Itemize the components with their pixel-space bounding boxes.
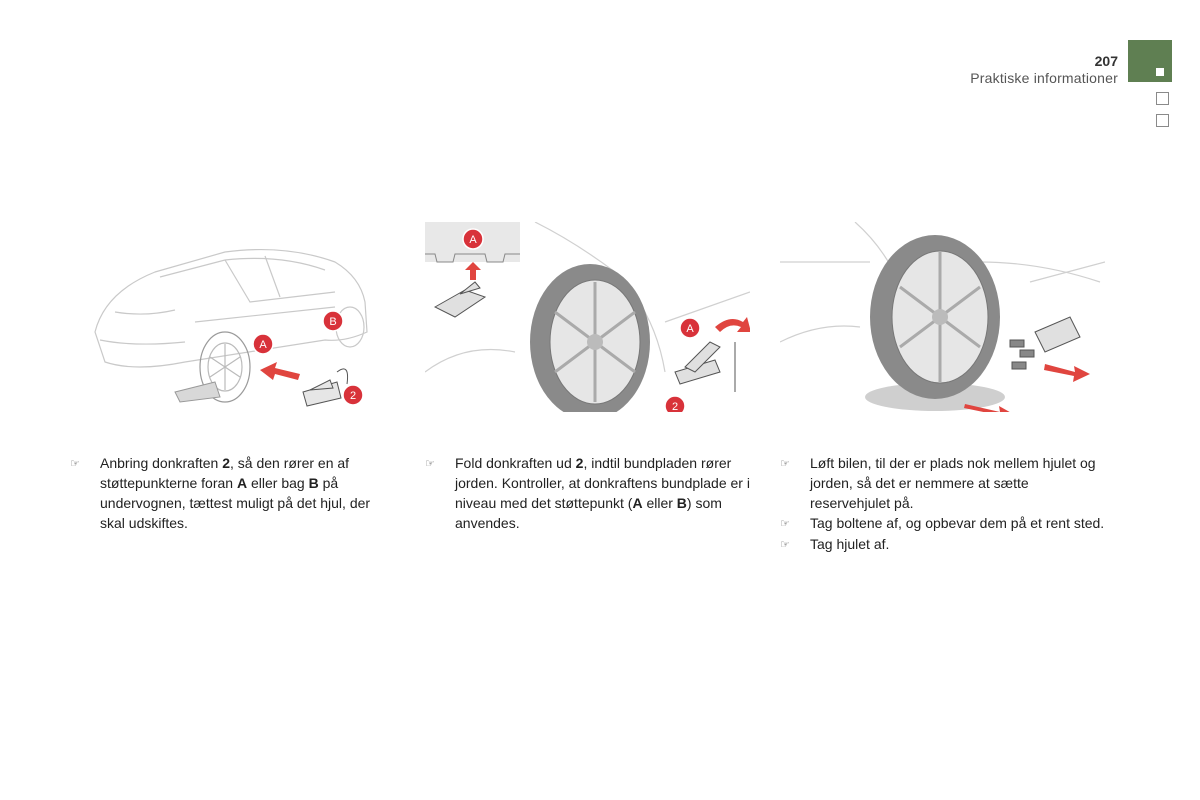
- hand-pointer-icon: ☞: [780, 539, 790, 551]
- chapter-tab-marker: [1156, 68, 1164, 76]
- arrow-to-point-a: [260, 362, 300, 380]
- instruction-text: Anbring donkraften 2, så den rører en af…: [100, 455, 371, 531]
- callout-a-jack: A: [679, 317, 701, 339]
- jack-lifted: [1034, 316, 1081, 353]
- hand-pointer-icon: ☞: [780, 458, 790, 470]
- jack-unfolded: [674, 341, 736, 392]
- callout-2: 2: [342, 384, 364, 406]
- rotate-arrow: [715, 317, 750, 332]
- arrow-wheel-out: [964, 404, 1010, 412]
- bullet-item: ☞ Tag boltene af, og opbevar dem på et r…: [780, 513, 1110, 534]
- instruction-text: Løft bilen, til der er plads nok mellem …: [810, 455, 1096, 511]
- svg-text:A: A: [469, 234, 477, 246]
- chapter-tab[interactable]: [1128, 40, 1172, 82]
- wheel-detail: [530, 264, 650, 412]
- arrow-bolts: [1044, 364, 1090, 382]
- arrow-up: [465, 262, 481, 280]
- chapter-tab-empty-1[interactable]: [1156, 92, 1169, 105]
- bolts: [1009, 339, 1035, 370]
- jack-tool: [302, 368, 348, 407]
- page-number: 207: [1094, 53, 1118, 69]
- bullet-item: ☞ Løft bilen, til der er plads nok melle…: [780, 453, 1110, 513]
- instruction-text: Tag boltene af, og opbevar dem på et ren…: [810, 515, 1105, 531]
- callout-a-top: A: [462, 228, 484, 250]
- bullet-item: ☞ Tag hjulet af.: [780, 534, 1110, 555]
- svg-text:A: A: [686, 323, 694, 335]
- front-wheel: [199, 331, 251, 403]
- instruction-text: Fold donkraften ud 2, indtil bundpladen …: [455, 455, 750, 531]
- wheel: [870, 235, 1000, 399]
- instruction-text: Tag hjulet af.: [810, 536, 890, 552]
- jack-detail: [433, 281, 487, 318]
- bullet-item: ☞ Fold donkraften ud 2, indtil bundplade…: [425, 453, 750, 533]
- svg-text:B: B: [329, 316, 336, 328]
- bullet-item: ☞ Anbring donkraften 2, så den rører en …: [70, 453, 390, 533]
- car-jack-position-illustration: A B 2: [75, 222, 385, 412]
- instruction-column-3: ☞ Løft bilen, til der er plads nok melle…: [780, 453, 1110, 555]
- chapter-tab-empty-2[interactable]: [1156, 114, 1169, 127]
- hand-pointer-icon: ☞: [780, 518, 790, 530]
- callout-2-jack: 2: [664, 395, 686, 412]
- instruction-column-2: ☞ Fold donkraften ud 2, indtil bundplade…: [425, 453, 750, 533]
- hand-pointer-icon: ☞: [425, 458, 435, 470]
- callout-a: A: [252, 333, 274, 355]
- svg-text:A: A: [259, 339, 267, 351]
- svg-text:2: 2: [672, 401, 678, 412]
- hand-pointer-icon: ☞: [70, 458, 80, 470]
- instruction-column-1: ☞ Anbring donkraften 2, så den rører en …: [70, 453, 390, 533]
- svg-text:2: 2: [350, 390, 356, 402]
- remove-wheel-illustration: [780, 222, 1105, 412]
- section-title: Praktiske informationer: [970, 70, 1118, 86]
- unfold-jack-illustration: A A 2: [425, 222, 750, 412]
- callout-b: B: [322, 310, 344, 332]
